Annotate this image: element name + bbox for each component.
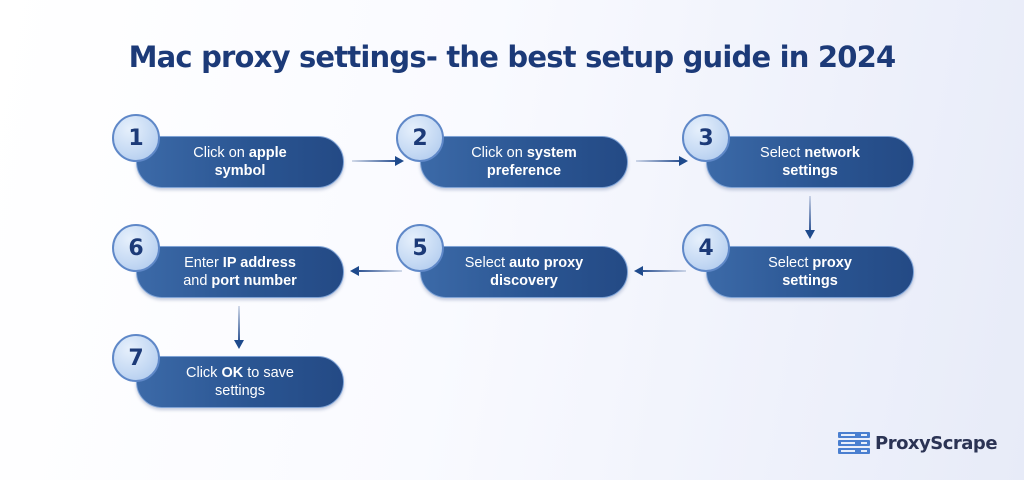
step-number-badge: 6: [112, 224, 160, 272]
step-text-line1: Click on apple: [193, 145, 287, 161]
step-text-line2: settings: [215, 383, 265, 399]
step-number-badge: 1: [112, 114, 160, 162]
arrowhead-left-icon: [350, 266, 359, 276]
arrowhead-left-icon: [634, 266, 643, 276]
step-text-line1: Select proxy: [768, 255, 852, 271]
step-6: 6 Enter IP address and port number: [112, 224, 348, 298]
step-text-line1: Select auto proxy: [464, 255, 584, 271]
step-box: Select auto proxy discovery: [420, 246, 628, 298]
step-number-badge: 4: [682, 224, 730, 272]
step-number-badge: 3: [682, 114, 730, 162]
arrowhead-right-icon: [679, 156, 688, 166]
step-box: Click on apple symbol: [136, 136, 344, 188]
step-number-badge: 7: [112, 334, 160, 382]
arrowhead-down-icon: [234, 340, 244, 349]
step-text-line1: Click on system: [471, 145, 577, 161]
arrow-left-5-to-6: [350, 266, 402, 276]
arrow-down-6-to-7: [234, 306, 244, 350]
step-text-line1: Select network: [760, 145, 860, 161]
logo-text: ProxyScrape: [875, 432, 998, 454]
step-text-line2: symbol: [214, 163, 266, 179]
step-box: Select network settings: [706, 136, 914, 188]
step-box: Enter IP address and port number: [136, 246, 344, 298]
page-title: Mac proxy settings- the best setup guide…: [128, 40, 897, 74]
step-number-badge: 2: [396, 114, 444, 162]
step-text-line2: discovery: [490, 273, 558, 289]
step-text-line2: preference: [486, 163, 562, 179]
step-box: Select proxy settings: [706, 246, 914, 298]
step-text-line2: settings: [782, 273, 838, 289]
arrow-down-3-to-4: [805, 196, 815, 240]
arrowhead-right-icon: [395, 156, 404, 166]
proxyscrape-logo: ProxyScrape: [838, 432, 998, 454]
step-2: 2 Click on system preference: [396, 114, 632, 188]
step-text-line2: and port number: [183, 273, 297, 289]
step-number-badge: 5: [396, 224, 444, 272]
step-text-line1: Enter IP address: [184, 255, 296, 271]
step-text-line2: settings: [782, 163, 838, 179]
arrow-right-2-to-3: [636, 156, 688, 166]
step-box: Click on system preference: [420, 136, 628, 188]
arrow-right-1-to-2: [352, 156, 404, 166]
step-text-line1: Click OK to save: [186, 365, 294, 381]
server-stack-icon: [838, 432, 870, 454]
step-5: 5 Select auto proxy discovery: [396, 224, 632, 298]
step-7: 7 Click OK to save settings: [112, 334, 348, 408]
step-4: 4 Select proxy settings: [682, 224, 918, 298]
step-1: 1 Click on apple symbol: [112, 114, 348, 188]
arrow-left-4-to-5: [634, 266, 686, 276]
step-box: Click OK to save settings: [136, 356, 344, 408]
step-3: 3 Select network settings: [682, 114, 918, 188]
arrowhead-down-icon: [805, 230, 815, 239]
